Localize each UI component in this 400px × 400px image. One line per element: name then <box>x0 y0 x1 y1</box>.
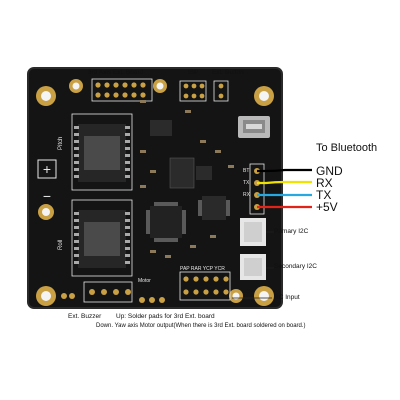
yaw-pads <box>139 297 165 303</box>
isp-header <box>179 80 207 102</box>
ext-button-header <box>213 80 229 102</box>
passive-components <box>140 100 234 258</box>
motor-header <box>83 281 133 303</box>
silk-tx: TX <box>243 180 250 186</box>
bt-pin-gnd: GND <box>316 164 343 178</box>
mount-hole-tl-inner <box>41 91 51 101</box>
label-ext-button: Ext. Button <box>212 69 244 76</box>
label-up-note: Up: Solder pads for 3rd Ext. board <box>116 313 215 320</box>
bt-pin-5v: +5V <box>316 200 338 214</box>
silk-bt: BT <box>243 168 249 174</box>
power-pads: + − <box>37 159 57 204</box>
pcb-edge <box>27 67 283 309</box>
label-secondary-i2c: Secondary I2C <box>274 263 317 270</box>
mount-hole-bl-inner <box>41 291 51 301</box>
bluetooth-wires <box>257 168 312 209</box>
bt-pin-rx: RX <box>316 176 333 190</box>
motor-driver-chip-2 <box>71 199 133 277</box>
wire-rx <box>257 180 312 185</box>
silk-rx: RX <box>243 192 251 198</box>
secondary-i2c-connector <box>240 254 266 280</box>
third-axis-header <box>91 78 153 102</box>
label-to-bluetooth: To Bluetooth <box>316 142 378 154</box>
label-ext-buzzer: Ext. Buzzer <box>68 313 102 320</box>
label-rc-input: RC Input <box>274 294 300 301</box>
mount-hole-tm2-inner <box>156 82 164 90</box>
silk-roll: Roll <box>58 240 64 250</box>
buzzer-pads <box>61 293 75 299</box>
mount-hole-tr-inner <box>259 91 269 101</box>
mount-hole-tm1-inner <box>72 82 80 90</box>
mount-hole-ml-inner <box>42 208 50 216</box>
silk-pitch: Pitch <box>58 137 64 150</box>
primary-i2c-connector <box>240 218 266 246</box>
bt-pin-tx: TX <box>316 188 332 202</box>
label-third-axis: 3rd Axis Ext. Board <box>88 69 144 76</box>
wire-gnd <box>257 168 312 173</box>
mount-hole-br-inner <box>259 291 269 301</box>
callout-lines <box>232 231 274 299</box>
imu-chip <box>198 196 230 220</box>
label-down-note: Down. Yaw axis Motor output(When there i… <box>96 323 306 329</box>
mount-hole-bm-inner <box>232 292 240 300</box>
rc-input-header <box>179 271 231 301</box>
silk-motor: Motor <box>138 278 151 284</box>
label-primary-i2c: Primary I2C <box>274 228 309 235</box>
usb-connector <box>238 116 270 138</box>
regulator-chip <box>150 120 212 189</box>
motor-driver-chip-1 <box>71 113 133 191</box>
silk-plus: + <box>43 161 51 177</box>
mcu-chip <box>146 202 186 242</box>
silk-minus: − <box>43 188 51 204</box>
silk-pins-row: PAP RAR YCP YCR <box>180 266 225 272</box>
mounting-holes <box>36 79 274 306</box>
label-isp: ISP <box>188 69 199 76</box>
